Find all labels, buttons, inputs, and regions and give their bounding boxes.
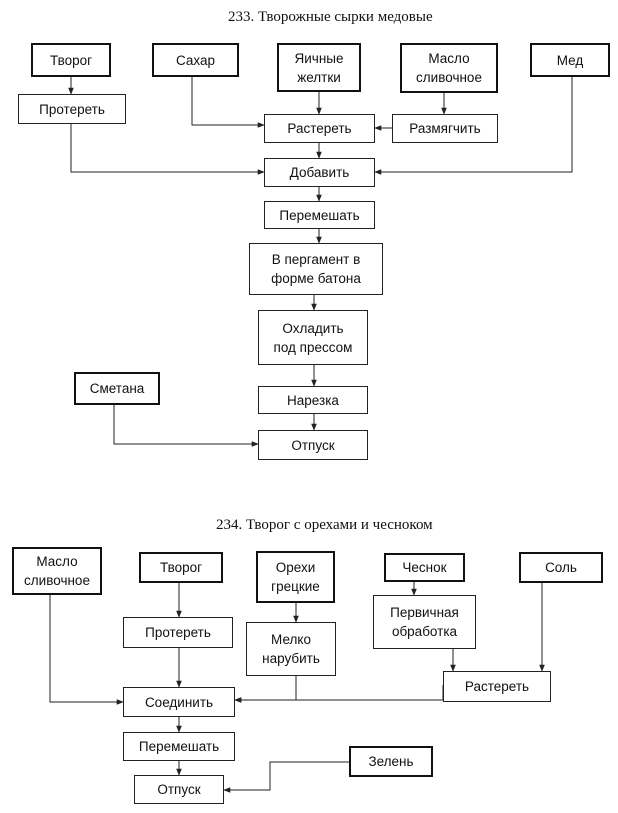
edge-proteret-dobavit [70,124,265,175]
node-zheltki: Яичные желтки [277,43,361,92]
node-med: Мед [530,43,610,77]
node2-orehi: Орехи грецкие [256,551,335,603]
node-ohladit: Охладить под прессом [258,310,368,365]
node-otpusk: Отпуск [258,430,368,460]
node2-chesnok: Чеснок [384,553,465,582]
node2-tvorog: Творог [139,552,223,583]
node2-sol: Соль [519,552,603,583]
node-rasteret: Растереть [264,114,375,143]
node-pergament: В пергамент в форме батона [249,243,383,295]
node2-zelen: Зелень [349,746,433,777]
edge2-melko-soedinit [234,676,297,703]
node2-melko: Мелко нарубить [246,622,336,676]
node-tvorog: Творог [31,43,111,77]
edge2-maslo-soedinit [49,595,124,705]
node-dobavit: Добавить [264,158,375,187]
node2-pervichnaya: Первичная обработка [373,595,476,649]
node2-otpusk: Отпуск [134,775,224,804]
node-peremeshat: Перемешать [264,201,375,229]
node2-soedinit: Соединить [123,687,235,717]
node-maslo: Масло сливочное [400,43,498,93]
node-narezka: Нарезка [258,386,368,414]
node-sahar: Сахар [152,43,239,77]
node2-peremeshat: Перемешать [123,732,235,761]
node-smetana: Сметана [74,372,160,405]
node2-maslo: Масло сливочное [12,547,102,595]
edge2-rasteret-soedinit [234,685,444,703]
edge2-zelen-otpusk [223,761,349,793]
node-proteret: Протереть [18,94,126,124]
node2-rasteret: Растереть [443,671,551,702]
node2-proteret: Протереть [123,617,233,648]
diagram-1-title: 233. Творожные сырки медовые [228,9,433,25]
diagram-2-title: 234. Творог с орехами и чесноком [216,517,433,533]
edge-sahar-rasteret [191,77,265,128]
edge-smetana-otpusk [113,405,259,447]
node-razmyagchit: Размягчить [392,114,498,143]
